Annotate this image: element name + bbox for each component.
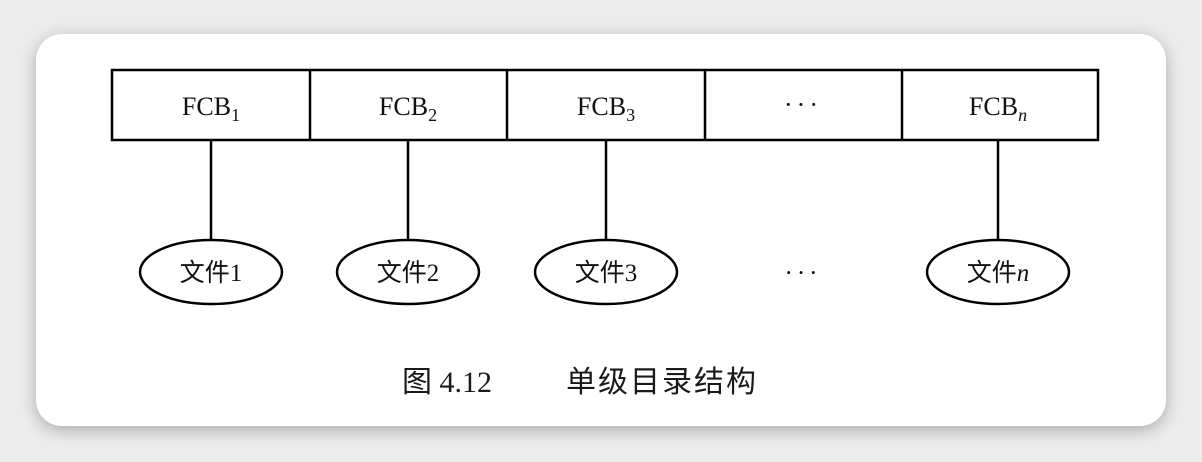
file-node-n — [925, 238, 1071, 306]
fcb-cell-label-3: FCB3 — [577, 92, 635, 125]
fcb-cell-label-1: FCB1 — [182, 92, 240, 125]
file-label-1: 文件1 — [180, 259, 243, 287]
file-ellipsis: ··· — [785, 260, 822, 287]
file-node-2 — [335, 238, 481, 306]
file-label-3: 文件3 — [575, 259, 638, 287]
figure-number: 图 4.12 — [402, 366, 492, 399]
file-label-2: 文件2 — [377, 259, 440, 287]
file-node-1 — [138, 238, 284, 306]
figure-card — [36, 34, 1166, 426]
file-node-3 — [533, 238, 679, 306]
file-label-n: 文件n — [967, 259, 1030, 287]
fcb-cell-label-2: FCB2 — [379, 92, 437, 125]
fcb-cell-ellipsis: ··· — [784, 90, 822, 119]
fcb-cell-label-n: FCBn — [969, 92, 1027, 125]
figure-caption-title: 单级目录结构 — [566, 366, 758, 399]
